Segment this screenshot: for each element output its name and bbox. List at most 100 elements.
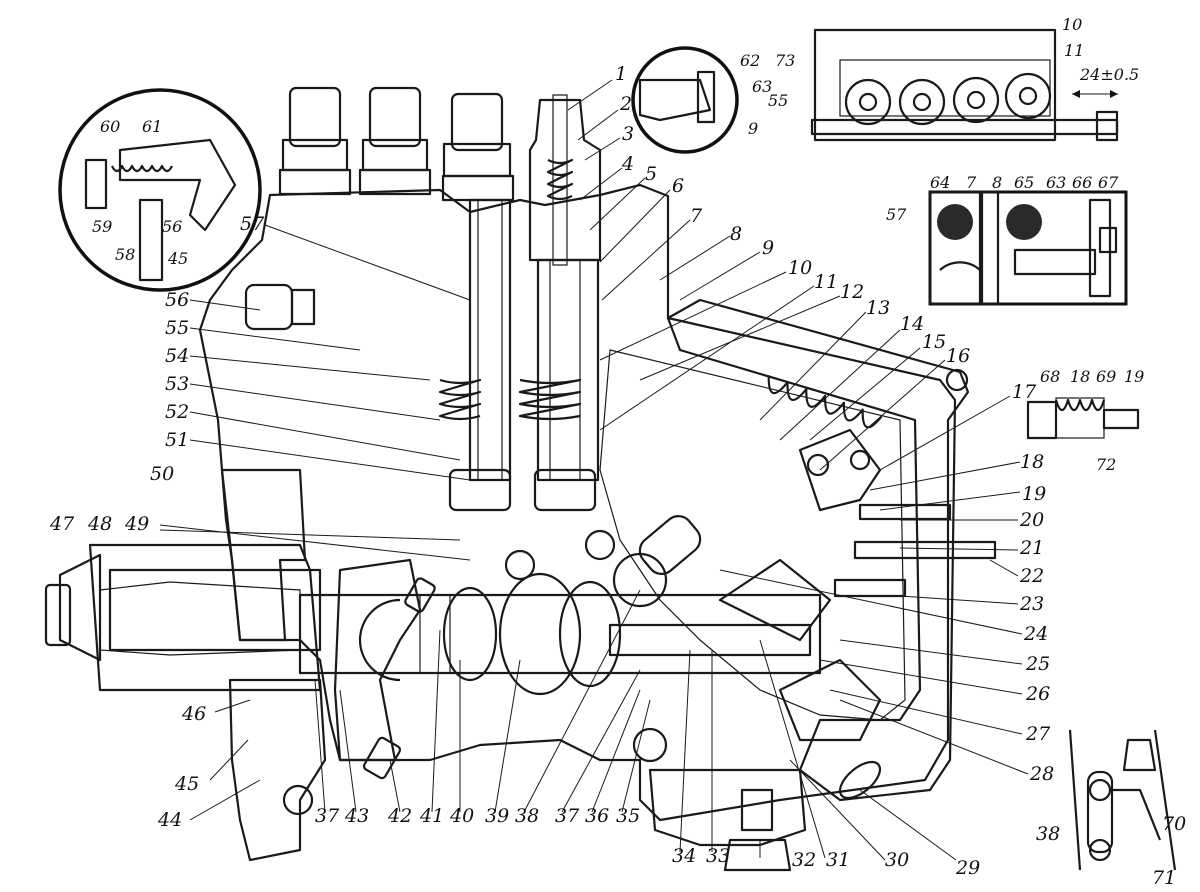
callout-68: 68 [1040,367,1060,386]
callout-37b: 37 [315,805,340,827]
valve-holder-2 [368,86,422,148]
callout-67: 67 [1098,173,1119,192]
callout-25: 25 [1025,653,1050,675]
callout-7b: 7 [966,173,977,192]
callout-54: 54 [165,345,189,367]
callout-73: 73 [775,51,795,70]
callout-15: 15 [922,331,946,353]
callout-44: 44 [157,809,182,831]
callout-6: 6 [672,175,684,197]
callout-8: 8 [730,223,742,245]
callout-51: 51 [165,429,189,451]
callout-50: 50 [150,463,174,485]
callout-19: 19 [1022,483,1046,505]
callout-21: 21 [1019,537,1044,559]
callout-35: 35 [616,805,640,827]
misc-details [282,368,969,816]
callout-10b: 10 [1062,15,1082,34]
callout-38: 38 [515,805,539,827]
callout-22: 22 [1019,565,1044,587]
callout-69: 69 [1096,367,1116,386]
callout-38b: 38 [1036,823,1060,845]
callout-63: 63 [752,77,772,96]
callout-32: 32 [792,849,816,871]
callout-34: 34 [672,845,696,867]
callout-71: 71 [1152,867,1176,889]
callout-37: 37 [555,805,580,827]
valve-holder-4-section [528,98,602,262]
callout-24: 24 [1023,623,1048,645]
valve-holder-3 [450,92,504,152]
camshaft [44,515,822,696]
callout-20: 20 [1019,509,1044,531]
callout-42: 42 [387,805,412,827]
callout-46: 46 [181,703,206,725]
callout-8b: 8 [992,173,1002,192]
callout-72: 72 [1096,455,1116,474]
callout-12: 12 [840,281,864,303]
callout-56b: 56 [162,217,182,236]
callout-3: 3 [622,123,634,145]
delivery-valve-holders [278,86,602,266]
inset-plunger-top [631,46,739,154]
callout-29: 29 [955,857,980,879]
callout-10: 10 [788,257,812,279]
inset-pressure-valve [58,88,262,292]
callout-36: 36 [585,805,609,827]
callout-63b: 63 [1046,173,1066,192]
callout-43: 43 [344,805,369,827]
callout-27: 27 [1025,723,1051,745]
plunger-assemblies [438,198,616,581]
callout-labels: 1 2 3 4 5 6 7 8 9 10 11 12 13 14 15 16 1… [49,15,1186,889]
callout-48: 48 [87,513,112,535]
callout-59: 59 [92,217,112,236]
callout-19b: 19 [1124,367,1144,386]
callout-57b: 57 [886,205,907,224]
callout-70: 70 [1162,813,1186,835]
inset-rack-top [810,28,1119,142]
valve-holder-1 [288,86,342,148]
callout-16: 16 [946,345,970,367]
callout-9b: 9 [748,119,758,138]
callout-66: 66 [1072,173,1092,192]
callout-64: 64 [930,173,950,192]
callout-40: 40 [449,805,474,827]
callout-18b: 18 [1070,367,1090,386]
callout-23: 23 [1019,593,1044,615]
callout-65: 65 [1014,173,1034,192]
callout-45b: 45 [167,249,188,268]
callout-61: 61 [142,117,162,136]
governor-mechanism [718,375,997,872]
inset-rack-section [928,190,1128,306]
callout-58: 58 [115,245,135,264]
callout-4: 4 [621,153,634,175]
callout-11b: 11 [1064,41,1084,60]
callout-56: 56 [165,289,189,311]
callout-49: 49 [124,513,149,535]
callout-1: 1 [615,63,627,85]
callout-60: 60 [100,117,120,136]
inset-lever [1068,729,1177,871]
callout-14: 14 [900,313,924,335]
callout-18: 18 [1020,451,1044,473]
callout-30: 30 [885,849,909,871]
callout-7: 7 [690,205,703,227]
callout-13: 13 [866,297,890,319]
callout-55b: 55 [768,91,788,110]
coupling-housing [88,543,322,692]
callout-62: 62 [740,51,760,70]
inset-adjust-screw [1026,397,1140,440]
callout-17: 17 [1012,381,1037,403]
callout-41: 41 [419,805,444,827]
callout-45: 45 [174,773,199,795]
side-plug [244,283,316,331]
callout-26: 26 [1025,683,1050,705]
callout-53: 53 [165,373,189,395]
leader-lines [159,79,1029,861]
callout-5: 5 [645,163,657,185]
callout-57: 57 [240,213,265,235]
callout-52: 52 [165,401,189,423]
dimension-label: 24±0.5 [1079,65,1139,84]
callout-31: 31 [826,849,850,871]
